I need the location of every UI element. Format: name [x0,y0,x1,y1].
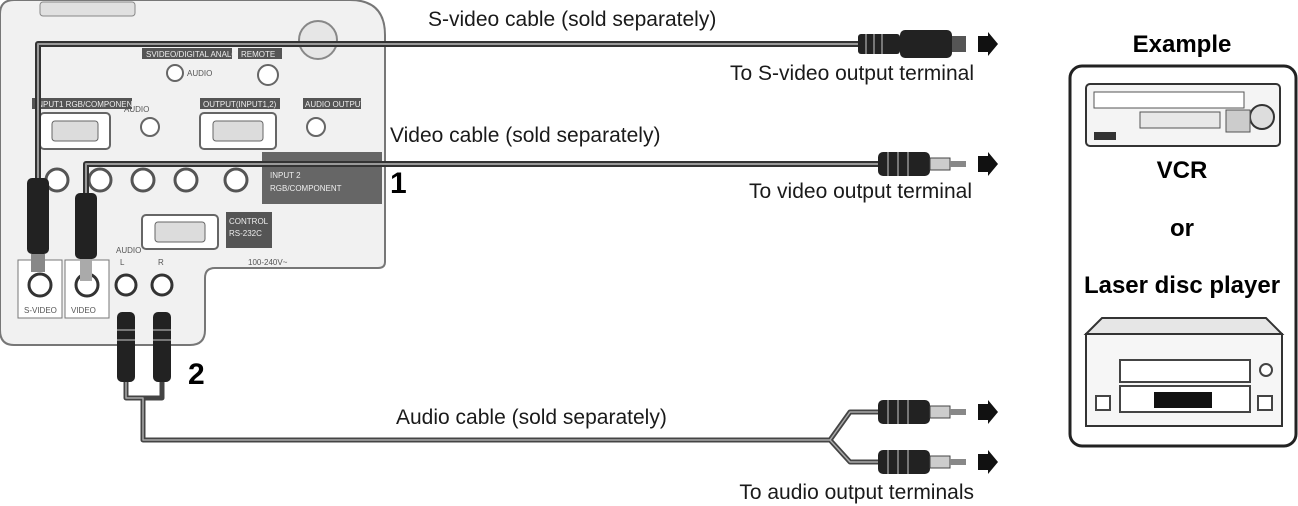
svideo-jack-icon [27,272,53,298]
svideo-cable-label: S-video cable (sold separately) [428,8,716,31]
svideo-plug-tip [31,254,45,272]
label-input2-block [262,152,382,204]
audio-in-jack-icon [140,117,160,137]
label-rs232c-text: RS-232C [229,229,262,238]
audio-out-jack-icon [306,117,326,137]
label-control-text: CONTROL [229,217,269,226]
lens-knob-icon [298,20,338,60]
label-audio-output-text: AUDIO OUTPUT [305,100,366,109]
label-audio-output [303,98,361,109]
audio-l-jack-icon [114,273,138,297]
label-output-text: OUTPUT(INPUT1,2) [203,100,277,109]
video-destination-label: To video output terminal [749,180,972,203]
label-jack-video: VIDEO [71,306,96,315]
label-power: 100-240V~ [248,258,288,267]
label-input1 [32,98,132,109]
laser-disc-player-icon [1083,317,1285,427]
vcr-icon [1085,83,1281,147]
example-heading: Example [1133,31,1232,58]
label-svideo-analog [142,48,232,59]
device-vcr-label: VCR [1157,157,1208,184]
audio-far-plug-top-icon [878,400,930,424]
label-rgb-component-text: RGB/COMPONENT [270,184,342,193]
audio-destination-label: To audio output terminals [739,481,974,504]
label-audio-l: L [120,258,125,267]
audio-r-jack-icon [150,273,174,297]
dsub-input1-face [51,120,99,142]
label-audio-r: R [158,258,164,267]
bnc-jack-icon [130,167,156,193]
label-input2-text: INPUT 2 [270,171,301,180]
remote-jack-icon [257,64,279,86]
arrow-right-icon [978,400,998,424]
label-audio-top: AUDIO [187,69,212,78]
step-number-1: 1 [390,167,407,200]
projector-rear-panel: SVIDEO/DIGITAL ANALOG REMOTE AUDIO INPUT… [0,0,386,346]
label-input1-text: INPUT1 RGB/COMPONENT [35,100,137,109]
label-jack-svideo: S-VIDEO [24,306,57,315]
label-audio-mid: AUDIO [124,105,149,114]
svideo-destination-label: To S-video output terminal [730,62,974,85]
audio-cable [117,312,998,474]
audio-r-plug-icon [153,312,171,382]
audio-cable-wire-right [143,380,165,401]
video-plug-tip [80,259,92,281]
audio-cable-wire-lower [828,438,880,465]
label-control-block [226,212,272,248]
step-number-2: 2 [188,358,205,391]
small-jack-icon [166,64,184,82]
label-remote [238,48,282,59]
svideo-cable [27,30,998,272]
video-cable-label: Video cable (sold separately) [390,124,660,147]
video-plug-icon [75,193,97,259]
svideo-cable-wire-highlight [37,43,862,185]
bnc-jack-icon [44,167,70,193]
arrow-right-icon [978,450,998,474]
svideo-far-plug-body [900,30,952,58]
bnc-jack-icon [87,167,113,193]
arrow-right-icon [978,32,998,56]
video-far-plug-tip [950,161,966,167]
label-svideo-analog-text: SVIDEO/DIGITAL ANALOG [146,50,244,59]
device-laser-disc-label: Laser disc player [1084,272,1280,299]
video-cable-wire-highlight [85,163,880,200]
top-port [39,1,136,17]
audio-l-plug-icon [117,312,135,382]
bnc-jack-icon [223,167,249,193]
bnc-jack-icon [173,167,199,193]
dsub-output-face [212,120,264,142]
rs232c-port-face [154,221,206,243]
audio-cable-label: Audio cable (sold separately) [396,406,667,429]
label-jack-audio: AUDIO [116,246,141,255]
device-separator-label: or [1170,215,1194,242]
svideo-far-plug-icon [858,34,900,54]
label-remote-text: REMOTE [241,50,275,59]
video-cable [75,152,998,281]
arrow-right-icon [978,152,998,176]
audio-far-plug-bottom-icon [878,450,930,474]
video-far-plug-sleeve [929,157,951,171]
svideo-far-plug-tip [952,36,966,52]
label-output [200,98,280,109]
svideo-plug-icon [27,178,49,254]
video-far-plug-icon [878,152,930,176]
